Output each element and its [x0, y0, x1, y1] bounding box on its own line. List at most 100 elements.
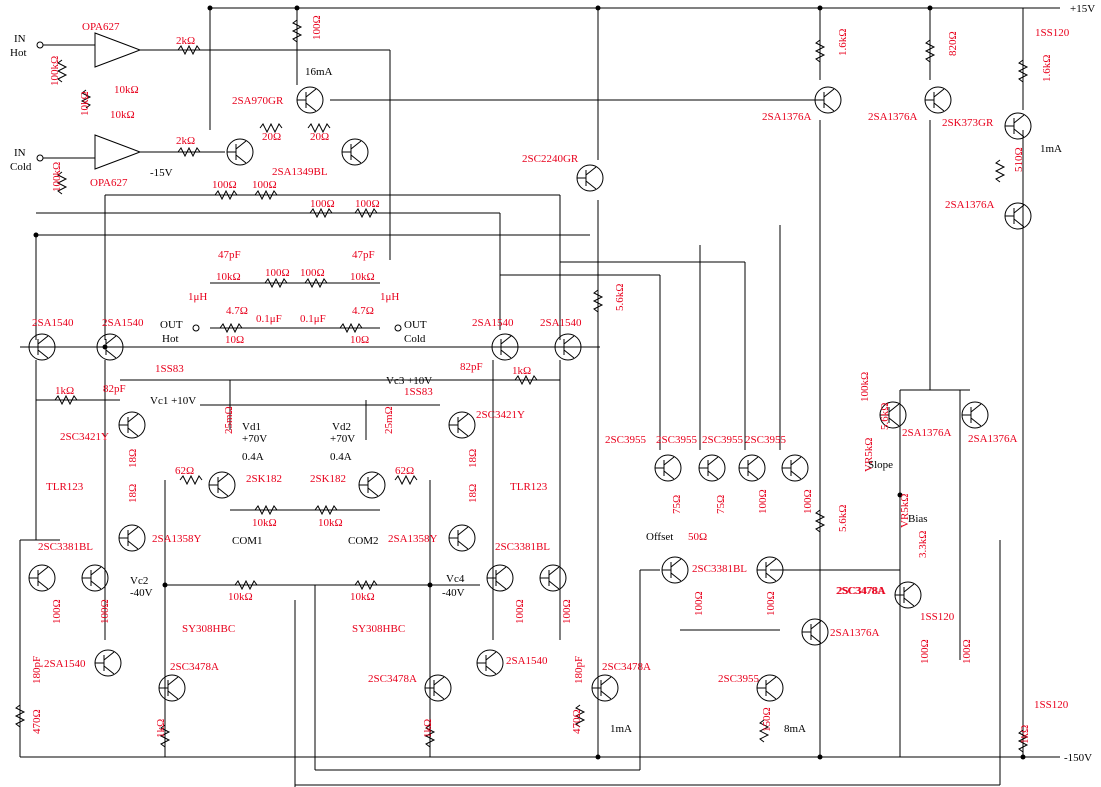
label-l1: 1μH [188, 291, 207, 303]
in-cold-label: IN [14, 147, 26, 159]
label-r100q: 100Ω [919, 639, 931, 664]
label-q1540e: 2SA1540 [44, 658, 86, 670]
out-hot-label: OUT [160, 319, 183, 331]
out-cold-label: OUT [404, 319, 427, 331]
opamp-2 [94, 134, 175, 170]
label-r100k-a: 100kΩ [49, 56, 61, 86]
label-r100f: 100Ω [355, 198, 380, 210]
svg-text:Bias: Bias [908, 513, 928, 525]
label-q1376a: 2SA1376A [762, 111, 812, 123]
label-r10a: 10Ω [225, 334, 244, 346]
svg-text:-40V: -40V [442, 587, 465, 599]
label-r25b: 25mΩ [383, 406, 395, 434]
junction-dots [33, 5, 1026, 760]
label-r150: 150Ω [761, 707, 773, 732]
label-q2sk182b: 2SK182 [310, 473, 346, 485]
svg-text:Slope: Slope [868, 459, 893, 471]
label-c180a: 180pF [31, 656, 43, 684]
out-hot-sub: Hot [162, 333, 179, 345]
label-r100g: 100Ω [265, 267, 290, 279]
label-led1: TLR123 [46, 481, 84, 493]
svg-text:COM2: COM2 [348, 535, 379, 547]
svg-text:Offset: Offset [646, 531, 673, 543]
label-r10k-d: 10kΩ [216, 271, 241, 283]
label-r75b: 75Ω [715, 495, 727, 514]
opamp-2-label: OPA627 [90, 177, 128, 189]
label-q3381a: 2SC3381BL [38, 541, 93, 553]
label-r56a: 5.6kΩ [614, 284, 626, 311]
label-q373: 2SK373GR [942, 117, 994, 129]
label-r18b: 18Ω [127, 484, 139, 503]
label-r820: 820Ω [947, 31, 959, 56]
label-r62a: 62Ω [175, 465, 194, 477]
label-c01a: 0.1μF [256, 313, 282, 325]
label-d1ss120a: 1SS120 [1035, 27, 1070, 39]
label-q1376f: 2SA1376A [968, 433, 1018, 445]
notes: Vc1 +10V Vc3 +10V Vc2 -40V Vc4 -40V Vd1 … [130, 143, 1062, 735]
label-r10k-h: 10kΩ [228, 591, 253, 603]
label-r100l: 100Ω [561, 599, 573, 624]
label-d1ss83a: 1SS83 [155, 363, 184, 375]
rail-pos-label: +15V [1070, 3, 1095, 15]
label-c47a: 47pF [218, 249, 241, 261]
label-q1358a: 2SA1358Y [152, 533, 202, 545]
label-r100h: 100Ω [300, 267, 325, 279]
label-l2: 1μH [380, 291, 399, 303]
label-q3955c: 2SC3955 [702, 434, 743, 446]
label-d1ss120c: 1SS120 [1034, 699, 1069, 711]
in-cold-sub: Cold [10, 161, 32, 173]
rail-neg-label: -150V [1064, 752, 1092, 764]
label-q3381c: 2SC3381BL [692, 563, 747, 575]
label-q3478b: 2SC3478A [368, 673, 417, 685]
label-q3955a: 2SC3955 [605, 434, 646, 446]
component-labels: 100kΩ 10kΩ 10kΩ 10kΩ 2kΩ 2kΩ 100kΩ 100Ω … [31, 15, 1070, 744]
label-q3478d: 2SC3478A [837, 585, 886, 597]
label-q3421b: 2SC3421Y [476, 409, 525, 421]
label-r510: 510Ω [1013, 147, 1025, 172]
label-2sa970: 2SA970GR [232, 95, 284, 107]
svg-text:Vc4: Vc4 [446, 573, 465, 585]
label-q3381b: 2SC3381BL [495, 541, 550, 553]
label-r100o: 100Ω [693, 591, 705, 616]
svg-text:-40V: -40V [130, 587, 153, 599]
label-r16kb: 1.6kΩ [1041, 55, 1053, 82]
label-vr5ka: VR5kΩ [863, 438, 875, 472]
svg-text:Vc1 +10V: Vc1 +10V [150, 395, 196, 407]
label-r100j: 100Ω [99, 599, 111, 624]
label-q3955d: 2SC3955 [745, 434, 786, 446]
label-r47b: 4.7Ω [352, 305, 374, 317]
label-r100r: 100Ω [961, 639, 973, 664]
label-r10k-i: 10kΩ [350, 591, 375, 603]
label-r100n: 100Ω [802, 489, 814, 514]
svg-text:0.4A: 0.4A [330, 451, 352, 463]
label-2sa1349: 2SA1349BL [272, 166, 328, 178]
label-r10b: 10Ω [350, 334, 369, 346]
label-r1kb: 1kΩ [512, 365, 531, 377]
label-q3478e: 2SC3478A [836, 585, 885, 597]
label-q1376b: 2SA1376A [868, 111, 918, 123]
svg-text:Vd1: Vd1 [242, 421, 261, 433]
label-q3955e: 2SC3955 [718, 673, 759, 685]
label-r10k-a: 10kΩ [114, 84, 139, 96]
label-c82a: 82pF [103, 383, 126, 395]
label-r16ka: 1.6kΩ [837, 29, 849, 56]
label-2sc2240: 2SC2240GR [522, 153, 579, 165]
label-q1376c: 2SA1376A [945, 199, 995, 211]
svg-text:Vd2: Vd2 [332, 421, 351, 433]
label-r20b: 20Ω [310, 131, 329, 143]
label-q1358b: 2SA1358Y [388, 533, 438, 545]
label-r56b: 5.6kΩ [837, 505, 849, 532]
label-r10k-b: 10kΩ [79, 91, 91, 116]
label-r100p: 100Ω [765, 591, 777, 616]
label-r75a: 75Ω [671, 495, 683, 514]
svg-text:1mA: 1mA [610, 723, 632, 735]
label-r47a: 4.7Ω [226, 305, 248, 317]
svg-text:Vc3 +10V: Vc3 +10V [386, 375, 432, 387]
label-led2: TLR123 [510, 481, 548, 493]
label-q1540b: 2SA1540 [102, 317, 144, 329]
label-r100c: 100Ω [212, 179, 237, 191]
label-q1540c: 2SA1540 [472, 317, 514, 329]
label-q3955b: 2SC3955 [656, 434, 697, 446]
label-q1376e: 2SA1376A [902, 427, 952, 439]
